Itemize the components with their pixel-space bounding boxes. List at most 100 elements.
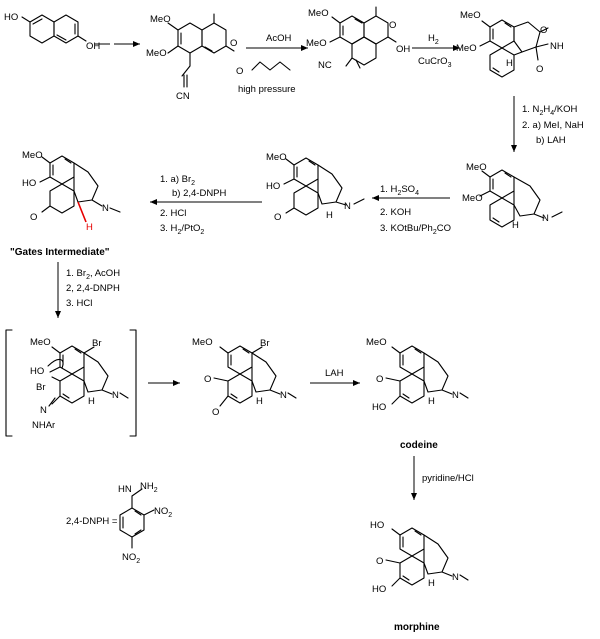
reagent-copper-chromite: CuCrO [418, 56, 448, 67]
highlighted-h-bond [77, 201, 87, 223]
tetracyclic-amine-structure: MeO MeO N H [462, 162, 563, 231]
codeine-label: codeine [400, 440, 438, 451]
svg-text:HN: HN [118, 484, 132, 495]
methoxy-label: MeO [146, 48, 167, 59]
stereo-h-label: H [506, 58, 513, 69]
stereo-h-label: H [428, 396, 435, 407]
hydroxyl-label: OH [396, 44, 410, 55]
stereo-h-label: H [428, 578, 435, 589]
dnph-definition-label: 2,4-DNPH = [66, 516, 118, 527]
bracket-right [129, 329, 137, 437]
methoxy-label: MeO [192, 337, 213, 348]
svg-text:3. H2/PtO2: 3. H2/PtO2 [160, 223, 204, 236]
reagent-acoh: AcOH [266, 33, 291, 44]
methoxy-label: MeO [366, 337, 387, 348]
imine-n-label: N [40, 405, 47, 416]
hydroxyl-label: HO [372, 584, 386, 595]
nitrile-label: CN [176, 91, 190, 102]
reagent-hcl: 2. HCl [160, 208, 186, 219]
nitro-label: NO [122, 552, 136, 563]
reagent-high-pressure: high pressure [238, 84, 296, 95]
carbonyl-oxygen-label: O [389, 20, 396, 31]
svg-text:NO2: NO2 [154, 506, 172, 519]
reagent-koh: 2. KOH [380, 207, 411, 218]
reagent-lah: LAH [325, 368, 344, 379]
amine-n-label: N [542, 213, 549, 224]
hydroxyl-label: HO [30, 366, 44, 377]
highlighted-h-label: H [86, 222, 93, 233]
butadiene-structure [251, 61, 291, 71]
reagent-h2: H [428, 33, 435, 44]
stereo-h-label: H [326, 210, 333, 221]
amide-nh-label: NH [550, 41, 564, 52]
reagent-pyridine-hcl: pyridine/HCl [422, 473, 474, 484]
carbonyl-oxygen-label: O [236, 66, 243, 77]
curved-electron-arrow [47, 358, 64, 369]
ketone-intermediate-structure: MeO HO N H O [266, 152, 365, 223]
methoxy-label: MeO [466, 162, 487, 173]
methoxy-label: MeO [22, 150, 43, 161]
ether-oxygen-label: O [376, 556, 383, 567]
ketone-oxygen-label: O [30, 212, 37, 223]
amine-n-label: N [102, 203, 109, 214]
amide-oxygen-label: O [536, 64, 543, 75]
carbonyl-oxygen-label: O [230, 38, 237, 49]
methoxy-label: MeO [266, 152, 287, 163]
dnph-structure: HN NH2 NO2 NO2 [118, 481, 172, 565]
nitrile-label: NC [318, 60, 332, 71]
hydroxyl-label: HO [266, 181, 280, 192]
svg-text:H2: H2 [428, 33, 439, 46]
bromine-label: Br [36, 382, 46, 393]
svg-text:1. Br2, AcOH: 1. Br2, AcOH [66, 268, 120, 281]
ether-oxygen-label: O [376, 374, 383, 385]
methoxy-label: MeO [460, 10, 481, 21]
methoxy-label: MeO [306, 38, 327, 49]
methoxy-label: MeO [30, 337, 51, 348]
ketone-oxygen-label: O [274, 212, 281, 223]
svg-text:1. a) Br2: 1. a) Br2 [160, 174, 195, 187]
methoxy-label: MeO [456, 43, 477, 54]
ketone-oxygen-label: O [212, 407, 219, 418]
hydroxyl-label: HO [372, 402, 386, 413]
svg-text:1. N2H4/KOH: 1. N2H4/KOH [522, 104, 577, 117]
stereo-h-label: H [256, 396, 263, 407]
bromo-dienone-structure: MeO O Br N O H [192, 337, 297, 418]
nitro-label: NO [154, 506, 168, 517]
codeine-structure: MeO O N HO H [366, 337, 469, 413]
reagent-dnph: 2, 2,4-DNPH [66, 283, 120, 294]
svg-text:3. KOtBu/Ph2CO: 3. KOtBu/Ph2CO [380, 223, 451, 236]
stereo-h-label: H [512, 220, 519, 231]
hydrazine-label: HN [118, 484, 132, 495]
reagent-mei-nah: 2. a) MeI, NaH [522, 120, 584, 131]
svg-text:NO2: NO2 [122, 552, 140, 565]
hydroxyl-label: OH [86, 41, 100, 52]
bromine-label: Br [260, 338, 270, 349]
gates-intermediate-label: "Gates Intermediate" [10, 247, 110, 258]
amine-n-label: N [452, 390, 459, 401]
lactam-structure: MeO MeO O NH O H [456, 10, 564, 78]
reagent-hcl: 3. HCl [66, 298, 92, 309]
ether-oxygen-label: O [204, 374, 211, 385]
svg-text:1. H2SO4: 1. H2SO4 [380, 184, 419, 197]
reagent-lah: b) LAH [536, 135, 566, 146]
bromo-hydrazone-structure: MeO HO Br Br N N NHAr H [30, 337, 129, 431]
nhar-label: NHAr [32, 420, 55, 431]
bromine-label: Br [92, 338, 102, 349]
svg-text:CuCrO3: CuCrO3 [418, 56, 452, 69]
bracket-left [5, 329, 13, 437]
ketone-oxygen-label: O [540, 25, 547, 36]
hydroxyl-label: HO [22, 178, 36, 189]
methoxy-label: MeO [462, 193, 483, 204]
methoxy-label: MeO [308, 8, 329, 19]
amine-n-label: N [112, 390, 119, 401]
methoxy-label: MeO [150, 14, 171, 25]
hydroxyl-label: HO [370, 520, 384, 531]
svg-text:NH2: NH2 [140, 481, 158, 494]
morphine-structure: HO O N HO H [370, 520, 469, 595]
orthoquinone-structure: MeO MeO O O CN [146, 13, 243, 102]
amine-n-label: N [344, 201, 351, 212]
gates-intermediate-structure: MeO HO N O H [22, 150, 121, 233]
amine-n-label: N [452, 572, 459, 583]
morphine-label: morphine [394, 622, 440, 633]
